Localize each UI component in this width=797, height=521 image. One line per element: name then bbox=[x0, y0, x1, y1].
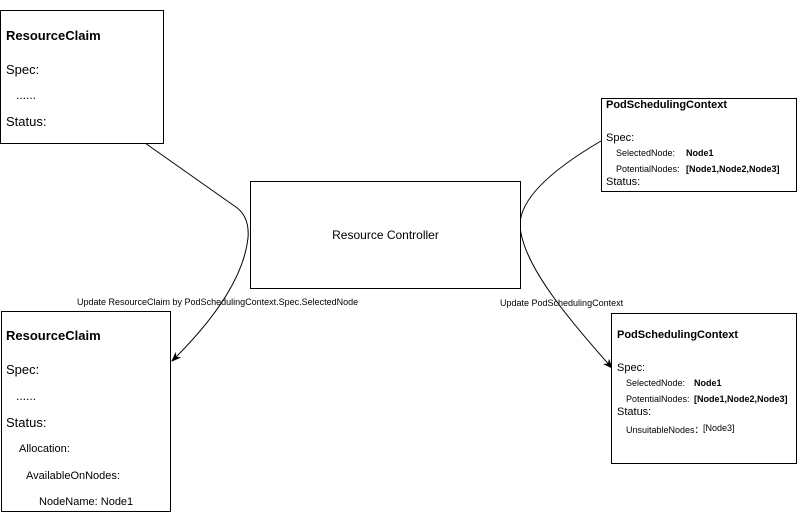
status-label: Status: bbox=[606, 176, 641, 188]
spec-label: Spec: bbox=[6, 362, 40, 377]
edge-claim-to-claim bbox=[144, 142, 249, 362]
selected-node-value: Node1 bbox=[686, 148, 714, 158]
resource-claim-after: ResourceClaim Spec: ...... Status: Alloc… bbox=[1, 311, 171, 512]
selected-node-label: SelectedNode: bbox=[616, 148, 676, 158]
box-title: PodSchedulingContext bbox=[617, 329, 738, 341]
selected-node-label: SelectedNode: bbox=[626, 378, 686, 388]
edge-label-update-psc: Update PodSchedulingContext bbox=[500, 298, 624, 308]
pod-scheduling-context-before: PodSchedulingContext Spec: SelectedNode:… bbox=[601, 98, 797, 192]
box-title: ResourceClaim bbox=[6, 28, 101, 43]
potential-nodes-label: PotentialNodes: bbox=[616, 164, 680, 174]
available-on-nodes-label: AvailableOnNodes: bbox=[26, 470, 120, 482]
selected-node-value: Node1 bbox=[694, 378, 722, 388]
spec-value: ...... bbox=[16, 389, 37, 403]
resource-controller: Resource Controller bbox=[250, 181, 521, 289]
node-name: NodeName: Node1 bbox=[39, 496, 134, 508]
spec-label: Spec: bbox=[606, 132, 635, 144]
potential-nodes-label: PotentialNodes: bbox=[626, 394, 690, 404]
pod-scheduling-context-after: PodSchedulingContext Spec: SelectedNode:… bbox=[611, 313, 797, 464]
status-label: Status: bbox=[617, 406, 652, 418]
potential-nodes-value: [Node1,Node2,Node3] bbox=[694, 394, 788, 404]
status-label: Status: bbox=[6, 415, 47, 430]
spec-value: ...... bbox=[16, 88, 37, 102]
status-label: Status: bbox=[6, 114, 47, 129]
allocation-label: Allocation: bbox=[19, 443, 70, 455]
edge-label-update-claim: Update ResourceClaim by PodSchedulingCon… bbox=[77, 297, 359, 307]
potential-nodes-value: [Node1,Node2,Node3] bbox=[686, 164, 780, 174]
resource-claim-before: ResourceClaim Spec: ...... Status: bbox=[0, 10, 164, 144]
spec-label: Spec: bbox=[6, 62, 40, 77]
spec-label: Spec: bbox=[617, 362, 646, 374]
unsuitable-nodes-label: UnsuitableNodes： bbox=[626, 425, 704, 435]
box-title: PodSchedulingContext bbox=[606, 99, 727, 111]
box-title: ResourceClaim bbox=[6, 328, 101, 343]
edge-psc-to-psc bbox=[519, 140, 613, 369]
unsuitable-nodes-value: [Node3] bbox=[703, 423, 735, 433]
controller-label: Resource Controller bbox=[332, 228, 439, 242]
